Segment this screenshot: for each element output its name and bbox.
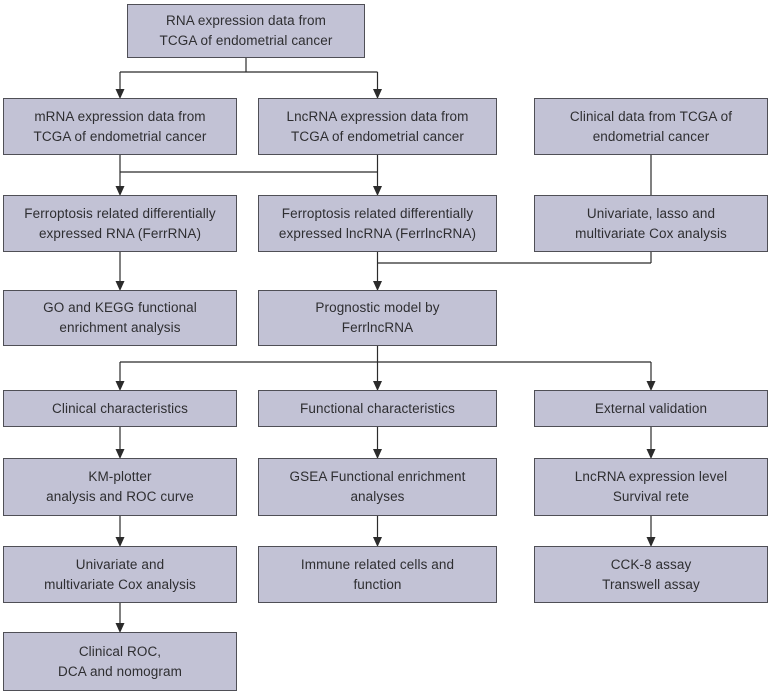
box-text-line: endometrial cancer <box>592 128 710 144</box>
box-text-line: enrichment analysis <box>59 320 181 335</box>
flow-box-univariate-multivariate: Univariate and multivariate Cox analysis <box>3 546 237 603</box>
box-text-line: Clinical characteristics <box>52 400 188 416</box>
box-text-line: Functional characteristics <box>300 400 455 416</box>
flow-box-km-plotter: KM-plotter analysis and ROC curve <box>3 458 237 516</box>
box-text-line: KM-plotter <box>88 469 152 484</box>
flow-box-clinical-data: Clinical data from TCGA of endometrial c… <box>534 98 768 155</box>
flow-box-immune-cells: Immune related cells and function <box>258 546 497 603</box>
box-text-line: RNA expression data from <box>166 13 326 28</box>
box-text-line: analysis and ROC curve <box>46 489 194 504</box>
box-text-line: expressed lncRNA (FerrlncRNA) <box>278 225 477 241</box>
box-text-line: expressed RNA (FerrRNA) <box>38 225 202 241</box>
box-text-line: External validation <box>594 400 708 416</box>
box-text-line: Clinical ROC, <box>78 643 162 659</box>
box-text-line: Survival rete <box>612 489 690 504</box>
box-text-line: Transwell assay <box>602 576 700 592</box>
flow-box-mrna-expression: mRNA expression data from TCGA of endome… <box>3 98 237 155</box>
flow-box-rna-expression: RNA expression data from TCGA of endomet… <box>127 4 365 58</box>
box-text-line: Univariate and <box>75 556 165 572</box>
box-text-line: DCA and nomogram <box>58 663 182 679</box>
box-text-line: GSEA Functional enrichment <box>289 469 466 484</box>
box-text-line: multivariate Cox analysis <box>44 576 196 592</box>
box-text-line: Clinical data from TCGA of <box>569 108 733 124</box>
flow-box-lncrna-expression: LncRNA expression data from TCGA of endo… <box>258 98 497 155</box>
box-text-line: Prognostic model by <box>315 300 440 315</box>
box-text-line: Ferroptosis related differentially <box>24 205 216 221</box>
flow-box-ferr-rna: Ferroptosis related differentially expre… <box>3 195 237 252</box>
box-text-line: Ferroptosis related differentially <box>281 205 474 221</box>
box-text-line: multivariate Cox analysis <box>575 225 727 241</box>
box-text-line: mRNA expression data from <box>34 108 206 124</box>
flow-box-ferr-lncrna: Ferroptosis related differentially expre… <box>258 195 497 252</box>
box-text-line: LncRNA expression level <box>574 469 728 484</box>
box-text-line: function <box>353 576 402 592</box>
flow-box-lncrna-level: LncRNA expression level Survival rete <box>534 458 768 516</box>
box-text-line: Immune related cells and <box>300 556 455 572</box>
flow-box-gsea: GSEA Functional enrichment analyses <box>258 458 497 516</box>
flow-box-cck8: CCK-8 assay Transwell assay <box>534 546 768 603</box>
flow-box-cox-analysis: Univariate, lasso and multivariate Cox a… <box>534 195 768 252</box>
box-text-line: GO and KEGG functional <box>43 300 197 315</box>
flow-box-external-validation: External validation <box>534 390 768 427</box>
flow-box-functional-characteristics: Functional characteristics <box>258 390 497 427</box>
flow-box-prognostic-model: Prognostic model by FerrlncRNA <box>258 290 497 346</box>
box-text-line: CCK-8 assay <box>610 556 692 572</box>
box-text-line: FerrlncRNA <box>341 320 414 335</box>
box-text-line: TCGA of endometrial cancer <box>159 33 333 48</box>
box-text-line: TCGA of endometrial cancer <box>33 128 207 144</box>
flow-box-clinical-characteristics: Clinical characteristics <box>3 390 237 427</box>
box-text-line: analyses <box>350 489 405 504</box>
flow-box-go-kegg: GO and KEGG functional enrichment analys… <box>3 290 237 346</box>
flow-box-clinical-roc: Clinical ROC, DCA and nomogram <box>3 632 237 691</box>
box-text-line: Univariate, lasso and <box>586 205 716 221</box>
box-text-line: LncRNA expression data from <box>286 108 469 124</box>
box-text-line: TCGA of endometrial cancer <box>291 128 464 144</box>
